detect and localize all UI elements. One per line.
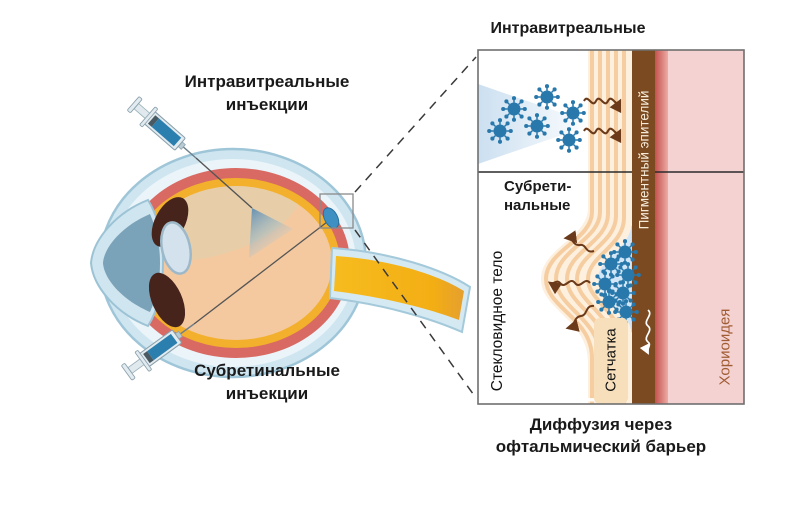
virus-icon xyxy=(598,251,624,277)
label-line: инъекции xyxy=(225,95,309,114)
panel-border xyxy=(477,49,745,405)
virus-icon xyxy=(501,96,527,122)
label-line: Субретинальные xyxy=(194,361,340,380)
retina-layer-upper xyxy=(588,50,632,172)
diffusion-arrow-down-icon xyxy=(639,309,651,355)
virus-icon xyxy=(487,118,513,144)
choroid-label: Хориоидея xyxy=(716,308,734,386)
panel-subretinal-label: Субрети- нальные xyxy=(504,177,571,215)
iris-lower xyxy=(148,272,186,328)
caption: Диффузия через офтальмический барьер xyxy=(451,414,751,457)
diffusion-arrow-right-icon xyxy=(583,127,622,144)
panel-title-text: Интравитреальные xyxy=(490,20,646,37)
virus-icon xyxy=(556,127,582,153)
vitreous-body-label: Стекловидное тело xyxy=(489,250,506,392)
retina-label-box xyxy=(594,318,628,404)
virus-icon xyxy=(615,262,641,288)
dashed-connector-bottom xyxy=(354,229,477,399)
choroid-layer xyxy=(668,50,744,404)
caption-line: офтальмический барьер xyxy=(495,436,707,456)
label-line: нальные xyxy=(504,197,571,214)
caption-line: Диффузия через xyxy=(529,415,673,434)
zoom-source-box xyxy=(319,193,354,229)
diffusion-arrow-left-icon xyxy=(547,280,591,295)
needle-track-top xyxy=(195,157,253,209)
injection-diffusion-cone xyxy=(249,208,293,258)
virus-icon xyxy=(612,239,638,265)
label-line: Интравитреальные xyxy=(184,72,350,91)
red-layer xyxy=(655,50,668,404)
label-line: инъекции xyxy=(225,384,309,403)
virus-icon xyxy=(560,100,586,126)
panel-title: Интравитреальные xyxy=(458,20,678,38)
diffusion-arrow-downleft-icon xyxy=(565,304,595,332)
virus-icon xyxy=(534,84,560,110)
virus-icon xyxy=(524,113,550,139)
virus-icon xyxy=(596,289,622,315)
needle-track-bottom xyxy=(193,218,332,325)
optic-nerve xyxy=(334,256,464,320)
diffusion-arrows xyxy=(547,97,622,332)
dashed-connector-top xyxy=(354,56,477,193)
pigment-epithelium-label: Пигментный эпителий xyxy=(636,90,652,230)
lens xyxy=(160,221,192,275)
barrier-panel xyxy=(478,50,744,404)
intravitreal-injections-label: Интравитреальные инъекции xyxy=(157,70,377,116)
diffusion-arrow-right-icon xyxy=(583,97,622,114)
retina-label: Сетчатка xyxy=(602,328,620,392)
eye-illustration xyxy=(89,147,472,379)
subretinal-injections-label: Субретинальные инъекции xyxy=(157,359,377,405)
diffusion-arrow-upleft-icon xyxy=(563,230,595,253)
label-line: Субрети- xyxy=(504,178,572,195)
anterior-chamber xyxy=(103,214,160,312)
